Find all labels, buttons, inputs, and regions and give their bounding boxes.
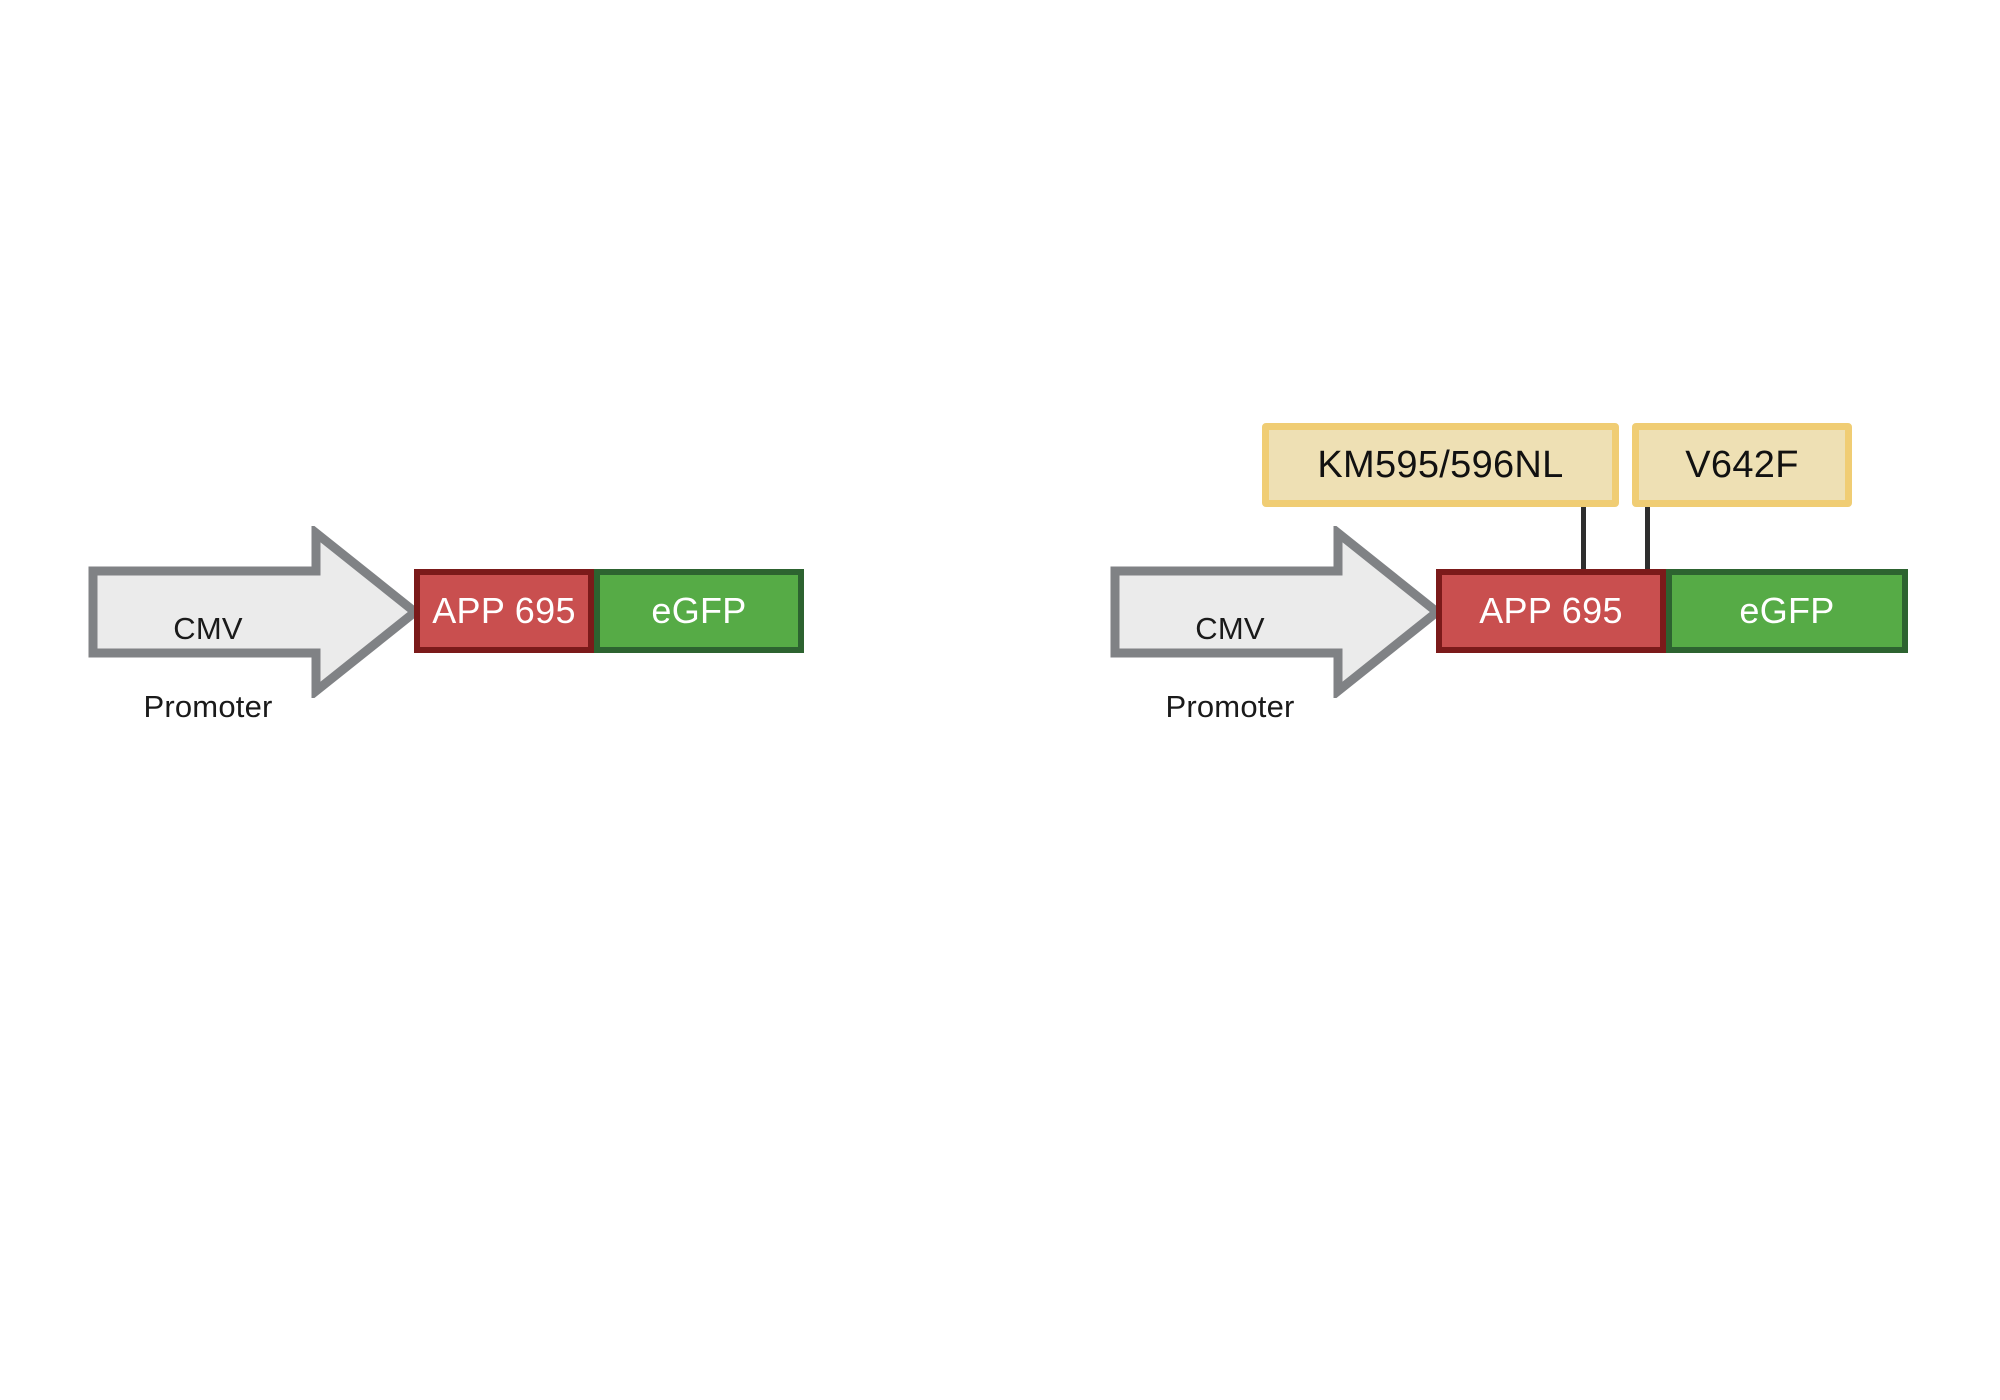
cmv-promoter-arrow: [1110, 526, 1444, 698]
gene-box-egfp[interactable]: eGFP: [1666, 569, 1908, 653]
mutation-connector-line-1: [1581, 507, 1586, 572]
mutation-connector-line-2: [1645, 507, 1650, 572]
gene-box-app-695-label: APP 695: [432, 590, 576, 631]
gene-box-egfp[interactable]: eGFP: [594, 569, 804, 653]
gene-box-egfp-label: eGFP: [1739, 590, 1835, 631]
mutation-callout-km595-596nl-label: KM595/596NL: [1317, 443, 1564, 486]
mutation-callout-km595-596nl[interactable]: KM595/596NL: [1262, 423, 1619, 507]
gene-box-egfp-label: eGFP: [651, 590, 747, 631]
cmv-promoter-arrow: [88, 526, 422, 698]
mutation-callout-v642f[interactable]: V642F: [1632, 423, 1852, 507]
wild-type-construct: CMV Promoter APP 695 eGFP: [88, 526, 804, 724]
gene-box-app-695[interactable]: APP 695: [1436, 569, 1666, 653]
gene-box-app-695[interactable]: APP 695: [414, 569, 594, 653]
gene-box-app-695-label: APP 695: [1479, 590, 1623, 631]
mutation-callout-v642f-label: V642F: [1685, 443, 1799, 486]
